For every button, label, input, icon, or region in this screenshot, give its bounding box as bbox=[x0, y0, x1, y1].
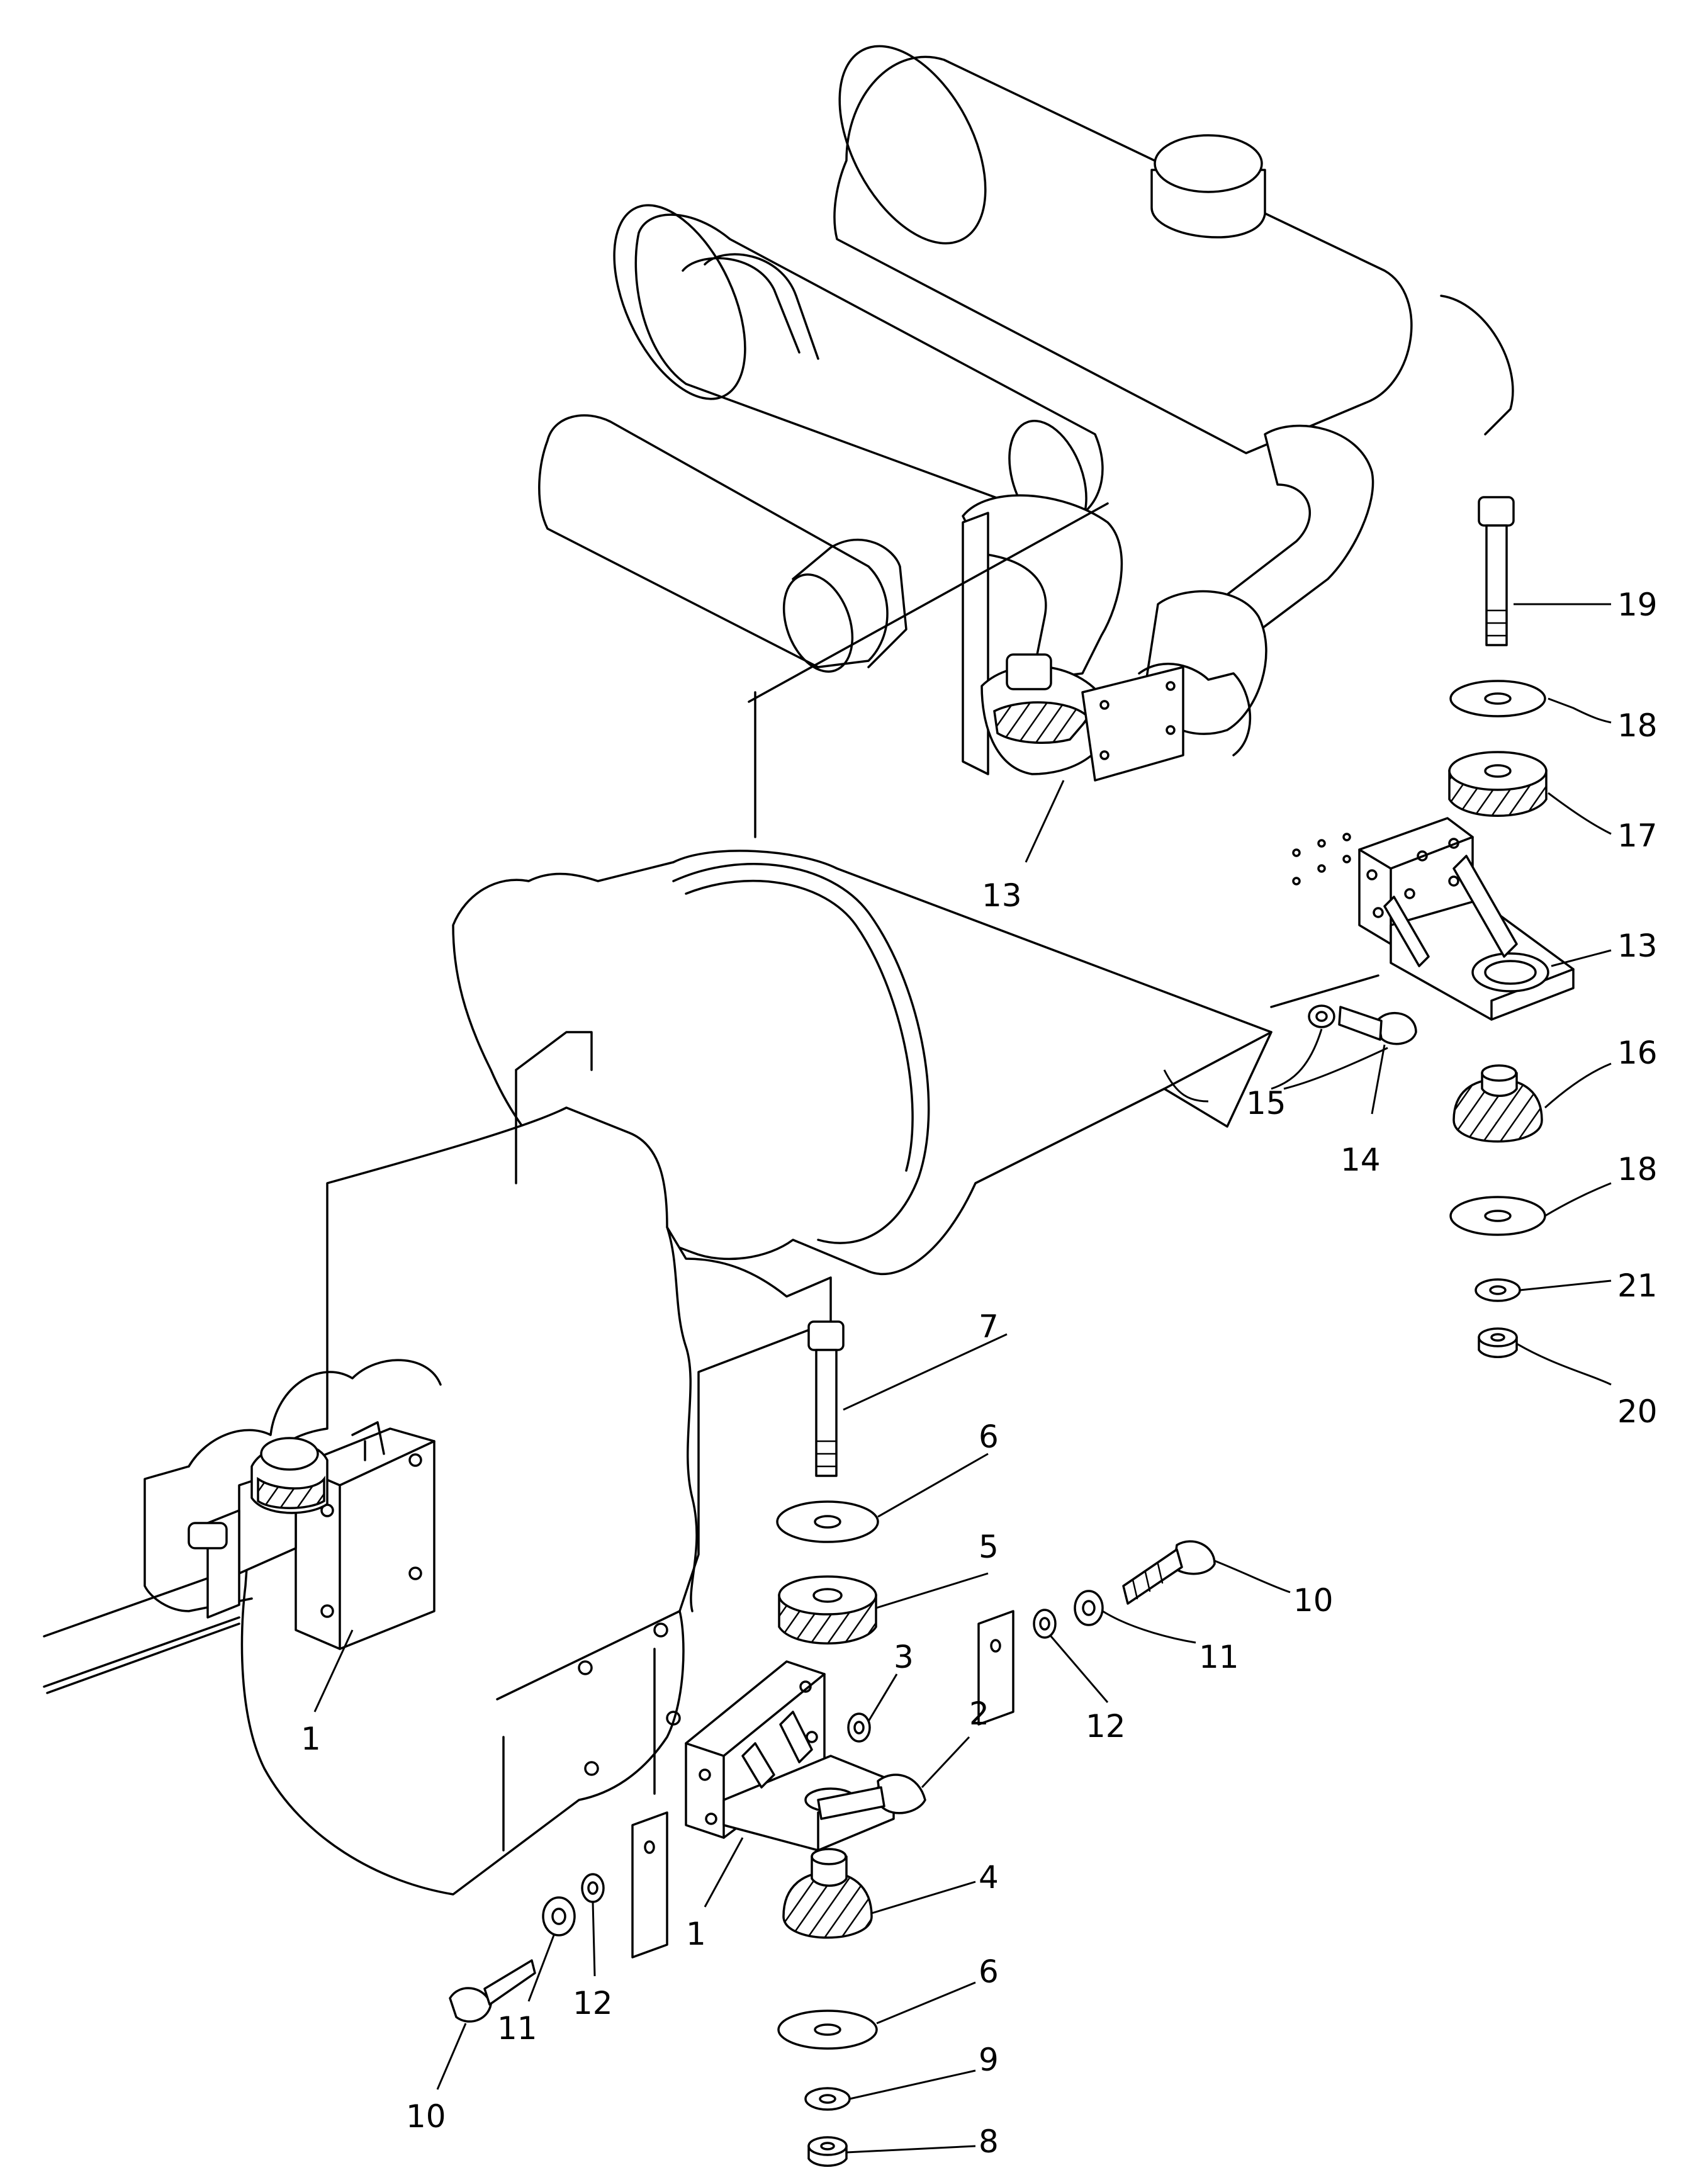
callout-5: 5 bbox=[979, 1529, 999, 1565]
callout-11-right: 11 bbox=[1199, 1639, 1239, 1675]
callout-9: 9 bbox=[979, 2042, 999, 2078]
installed-transmission-mount bbox=[188, 1421, 435, 1650]
part-bolt-14 bbox=[1338, 1006, 1417, 1045]
callout-13-right: 13 bbox=[1617, 928, 1658, 964]
callout-1-left: 1 bbox=[301, 1721, 321, 1757]
part-washer-9 bbox=[804, 2087, 851, 2111]
part-bolt-7 bbox=[807, 1320, 845, 1477]
callout-18-lower: 18 bbox=[1617, 1151, 1658, 1188]
leader-lines bbox=[313, 603, 1612, 2154]
air-cleaner bbox=[613, 204, 1104, 537]
callout-20: 20 bbox=[1617, 1393, 1658, 1430]
callout-19: 19 bbox=[1617, 587, 1658, 623]
part-cushion-16 bbox=[1452, 1064, 1543, 1143]
part-cushion-17 bbox=[1448, 751, 1548, 817]
engine-assembly bbox=[43, 45, 1514, 1896]
part-washer-12-right bbox=[1033, 1609, 1057, 1639]
callout-labels: 19 18 17 13 13 16 15 14 18 21 20 7 6 5 1… bbox=[301, 587, 1658, 2160]
callout-16: 16 bbox=[1617, 1035, 1658, 1071]
part-plate-left bbox=[631, 1811, 668, 1959]
part-bracket-13-exploded bbox=[1270, 817, 1575, 1021]
part-washer-15 bbox=[1308, 1004, 1335, 1028]
part-bolt-19 bbox=[1478, 496, 1515, 646]
part-nut-11-right bbox=[1074, 1590, 1104, 1626]
callout-18-upper: 18 bbox=[1617, 707, 1658, 744]
part-bolt-2 bbox=[817, 1774, 926, 1820]
part-washer-18-upper bbox=[1449, 680, 1546, 717]
part-bolt-10-right bbox=[1122, 1540, 1216, 1605]
intake-pipe bbox=[538, 414, 907, 673]
part-nut-11-left bbox=[542, 1896, 576, 1937]
part-bracket-1-exploded bbox=[685, 1660, 895, 1852]
muffler bbox=[833, 45, 1514, 454]
callout-2: 2 bbox=[969, 1695, 989, 1732]
part-rubber-cushion-5 bbox=[778, 1575, 877, 1644]
part-nut-8 bbox=[807, 2136, 848, 2167]
upper-engine-bracket bbox=[962, 512, 1252, 782]
callout-1-lower: 1 bbox=[686, 1916, 706, 1952]
callout-21: 21 bbox=[1617, 1268, 1658, 1304]
callout-10-right: 10 bbox=[1293, 1582, 1334, 1619]
part-bolt-10-left bbox=[449, 1959, 536, 2023]
callout-3: 3 bbox=[894, 1639, 914, 1675]
callout-8: 8 bbox=[979, 2123, 999, 2160]
callout-6-lower: 6 bbox=[979, 1954, 999, 1990]
callout-15: 15 bbox=[1246, 1085, 1286, 1122]
callout-11-left: 11 bbox=[497, 2010, 537, 2047]
callout-12-left: 12 bbox=[573, 1985, 613, 2021]
callout-14: 14 bbox=[1340, 1142, 1381, 1178]
transmission-housing bbox=[143, 1031, 832, 1896]
callout-12-right: 12 bbox=[1086, 1708, 1126, 1745]
callout-7: 7 bbox=[979, 1308, 999, 1345]
part-nut-20 bbox=[1478, 1327, 1518, 1358]
callout-17: 17 bbox=[1617, 818, 1658, 854]
callout-10-left: 10 bbox=[406, 2098, 446, 2135]
part-washer-12-left bbox=[581, 1873, 605, 1903]
callout-13-upper: 13 bbox=[982, 877, 1022, 914]
part-washer-18-lower bbox=[1449, 1196, 1546, 1236]
part-washer-6-upper bbox=[776, 1500, 879, 1543]
part-washer-3 bbox=[847, 1712, 871, 1743]
part-washer-21 bbox=[1475, 1278, 1521, 1302]
callout-4: 4 bbox=[979, 1859, 999, 1896]
part-washer-6-lower bbox=[777, 2010, 878, 2050]
callout-6-upper: 6 bbox=[979, 1419, 999, 1455]
part-plate-right bbox=[977, 1610, 1014, 1726]
part-cushion-4 bbox=[782, 1848, 873, 1939]
